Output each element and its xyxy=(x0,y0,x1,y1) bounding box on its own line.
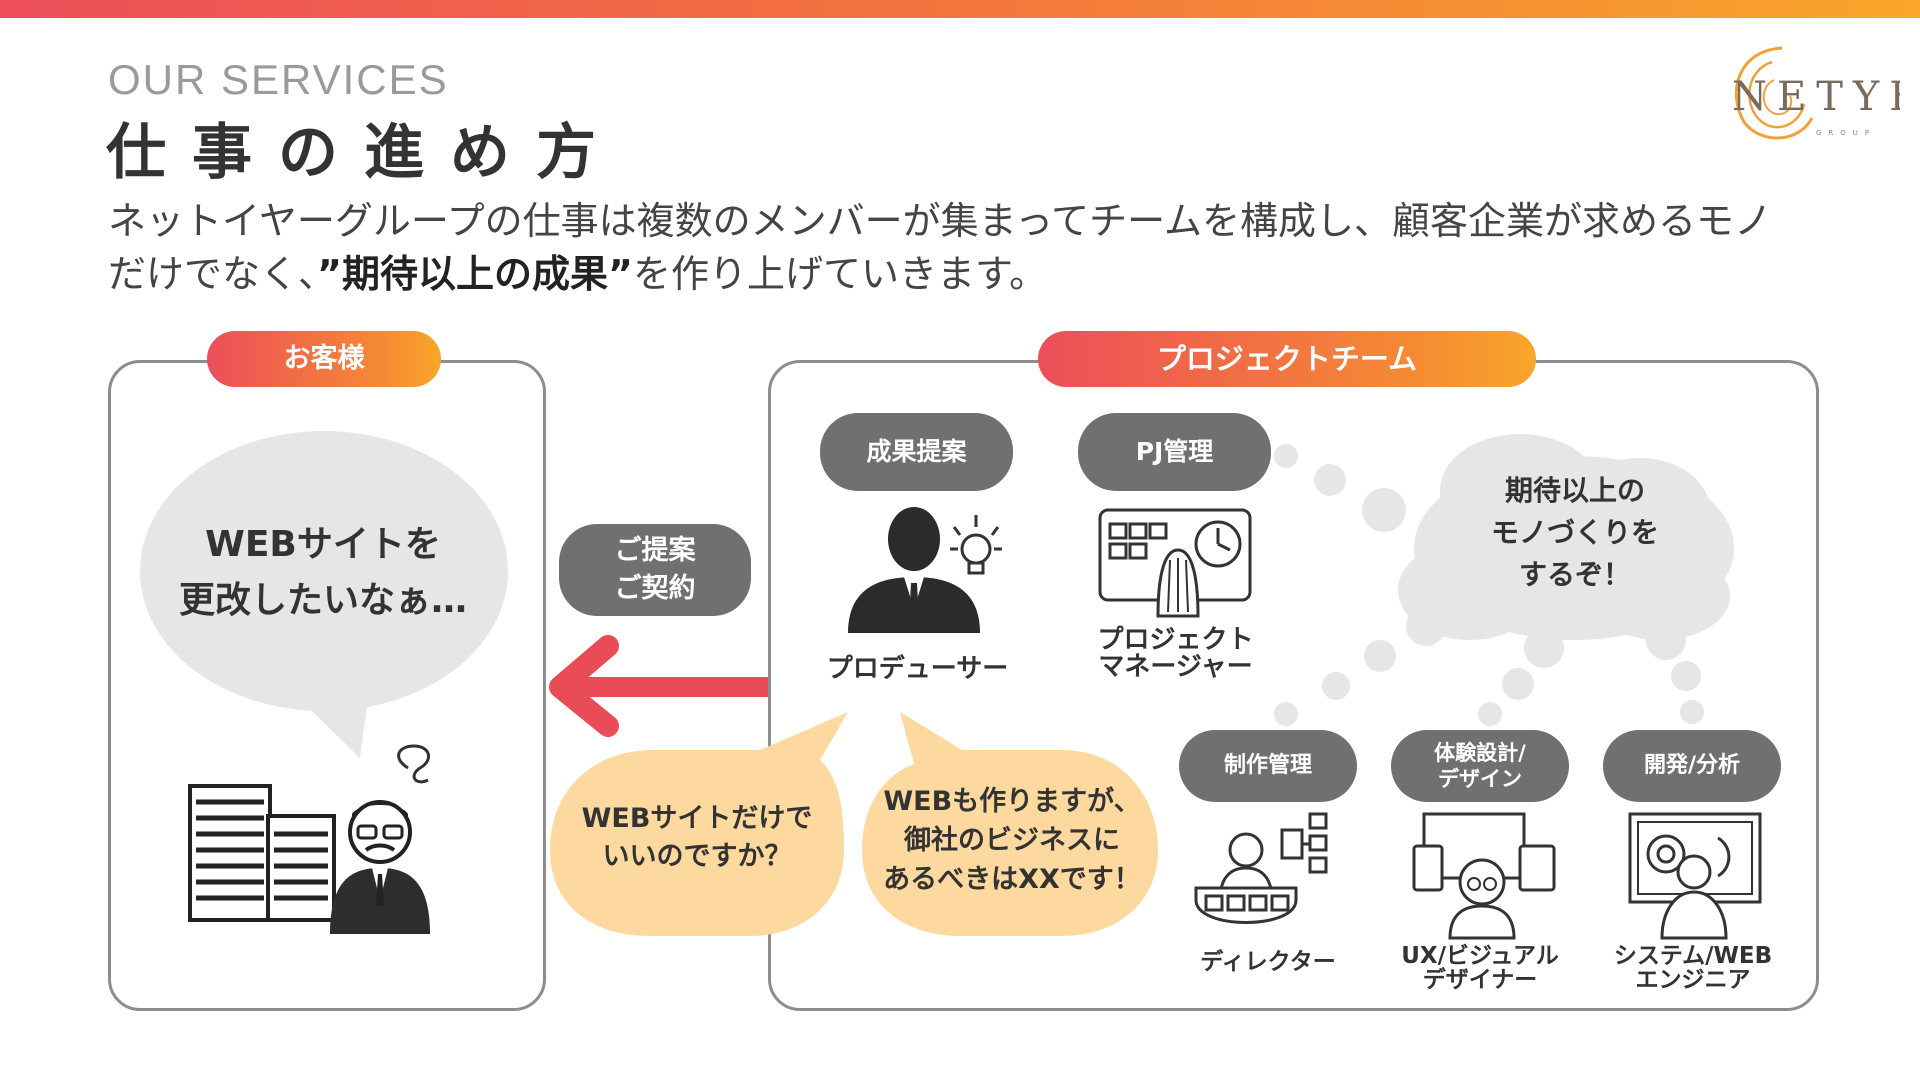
role-badge-pm: PJ管理 xyxy=(1078,413,1271,491)
role-caption-designer: UX/ビジュアル デザイナー xyxy=(1375,944,1585,992)
thought-line-3: するぞ！ xyxy=(1518,558,1631,591)
proposal-contract-badge: ご提案 ご契約 xyxy=(559,524,751,616)
speech-bubble-left xyxy=(550,712,848,936)
project-manager-icon xyxy=(1098,508,1252,618)
project-team-pill: プロジェクトチーム xyxy=(1038,331,1536,387)
description-line-2: だけでなく、”期待以上の成果”を作り上げていきます。 xyxy=(108,248,1788,301)
role-badge-proposal: 成果提案 xyxy=(820,413,1013,491)
customer-bubble-text: WEBサイトを 更改したいなぁ… xyxy=(138,517,508,629)
thought-line-1: 期待以上の xyxy=(1504,474,1645,507)
speech-bubble-left-text: WEBサイトだけで いいのですか？ xyxy=(572,800,822,876)
customer-pill: お客様 xyxy=(207,331,441,387)
page-title: 仕事の進め方 xyxy=(106,118,622,188)
speech-left-line-1: WEBサイトだけで xyxy=(581,803,813,834)
proposal-badge-line-2: ご契約 xyxy=(614,573,696,604)
role-caption-director: ディレクター xyxy=(1200,949,1336,975)
role-caption-engineer-line-2: エンジニア xyxy=(1635,967,1751,993)
speech-bubble-right xyxy=(862,712,1158,936)
role-caption-engineer-line-1: システム/WEB xyxy=(1613,943,1773,969)
speech-right-line-2: 御社のビジネスに xyxy=(904,825,1120,856)
role-caption-designer-line-1: UX/ビジュアル xyxy=(1401,943,1559,969)
client-person-icon xyxy=(330,744,430,934)
role-caption-pm-line-2: マネージャー xyxy=(1098,652,1253,682)
producer-icon xyxy=(848,507,1002,633)
description-emphasis: ”期待以上の成果” xyxy=(317,252,633,296)
top-gradient-bar xyxy=(0,0,1920,18)
speech-right-line-1: WEBも作りますが、 xyxy=(883,786,1141,817)
role-badge-development: 開発/分析 xyxy=(1603,730,1781,802)
description-line-2-post: を作り上げていきます。 xyxy=(632,252,1048,296)
description-line-1: ネットイヤーグループの仕事は複数のメンバーが集まってチームを構成し、顧客企業が求… xyxy=(108,199,1773,243)
logo-text: NETYEAR xyxy=(1732,74,1900,120)
customer-bubble-line-1: WEBサイトを xyxy=(205,524,441,565)
proposal-badge-line-1: ご提案 xyxy=(614,535,696,566)
role-badge-design-line-2: デザイン xyxy=(1438,767,1522,791)
description-line-2-pre: だけでなく、 xyxy=(108,252,318,296)
customer-bubble-line-2: 更改したいなぁ… xyxy=(178,580,467,621)
thought-bubble xyxy=(1274,434,1734,726)
speech-left-line-2: いいのですか？ xyxy=(602,841,792,872)
designer-icon xyxy=(1412,812,1556,940)
office-building-icon xyxy=(188,784,336,922)
company-logo: NETYEAR GROUP xyxy=(1732,46,1900,140)
page-description: ネットイヤーグループの仕事は複数のメンバーが集まってチームを構成し、顧客企業が求… xyxy=(108,195,1788,301)
role-badge-design: 体験設計/ デザイン xyxy=(1391,730,1569,802)
logo-subtext: GROUP xyxy=(1816,129,1876,137)
thought-line-2: モノづくりを xyxy=(1490,516,1659,549)
role-caption-engineer: システム/WEB エンジニア xyxy=(1588,944,1798,992)
role-caption-designer-line-2: デザイナー xyxy=(1422,967,1538,993)
thought-bubble-text: 期待以上の モノづくりを するぞ！ xyxy=(1475,470,1675,596)
role-badge-design-line-1: 体験設計/ xyxy=(1434,741,1526,765)
role-caption-pm: プロジェクト マネージャー xyxy=(1068,627,1283,681)
role-caption-pm-line-1: プロジェクト xyxy=(1097,625,1254,655)
section-label: OUR SERVICES xyxy=(108,56,449,103)
role-badge-production: 制作管理 xyxy=(1179,730,1357,802)
speech-right-line-3: あるべきはXXです！ xyxy=(883,864,1141,895)
customer-speech-bubble xyxy=(140,431,508,758)
director-icon xyxy=(1194,812,1328,924)
engineer-icon xyxy=(1628,812,1762,940)
left-arrow-icon xyxy=(549,635,768,737)
role-caption-producer: プロデューサー xyxy=(826,654,1009,684)
speech-bubble-right-text: WEBも作りますが、 御社のビジネスに あるべきはXXです！ xyxy=(872,782,1152,899)
